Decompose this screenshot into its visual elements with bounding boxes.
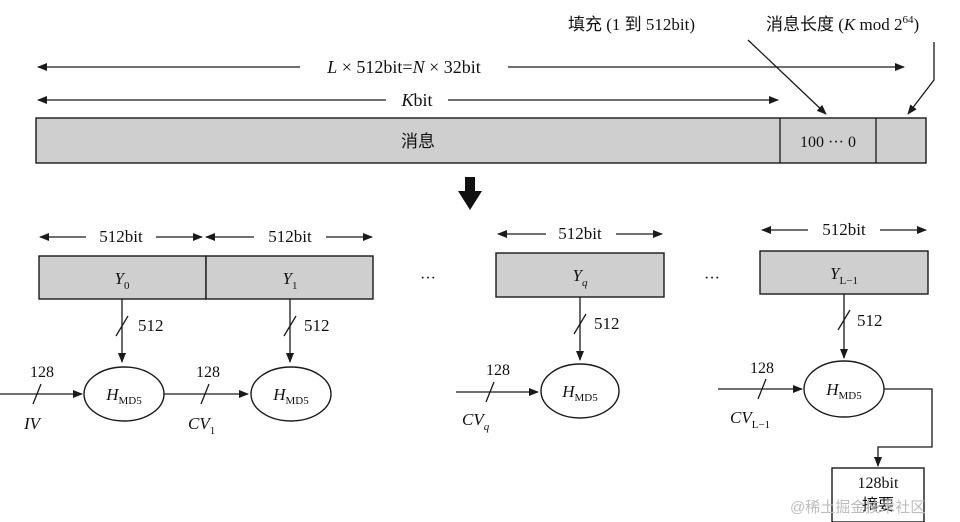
bus-width-label: 512 bbox=[304, 316, 330, 335]
bus-width-label: 512 bbox=[857, 311, 883, 330]
message-label: 消息 bbox=[401, 132, 435, 151]
hash-node-label: HMD5 bbox=[561, 382, 598, 404]
output-digest-box bbox=[831, 467, 925, 522]
total-length-label: L × 512bit=N × 32bit bbox=[326, 57, 481, 77]
block-width-label: 512bit bbox=[822, 220, 866, 239]
block-y0-label: Y0 bbox=[115, 269, 130, 292]
iv-label: IV bbox=[23, 414, 43, 433]
chain-slash bbox=[32, 383, 42, 405]
padding-label: 填充 (1 到 512bit) bbox=[568, 15, 695, 34]
length-label: 消息长度 (K mod 264) bbox=[766, 14, 919, 34]
hash-node-label: HMD5 bbox=[825, 380, 862, 402]
block-y1-label: Y1 bbox=[283, 269, 298, 292]
bus-slash bbox=[283, 315, 297, 337]
length-leader-arrow bbox=[907, 42, 935, 115]
bus-slash bbox=[573, 313, 587, 335]
padding-bits-label: 100 ··· 0 bbox=[800, 134, 856, 151]
chain-slash bbox=[757, 378, 767, 400]
down-arrow-icon bbox=[458, 177, 482, 210]
bus-slash bbox=[115, 315, 129, 337]
bus-width-label: 512 bbox=[594, 314, 620, 333]
chain-width-label: 128 bbox=[750, 360, 774, 377]
chain-slash bbox=[200, 383, 210, 405]
hash-node-label: HMD5 bbox=[105, 385, 142, 407]
cv1-label: CV1 bbox=[188, 414, 215, 437]
cvq-label: CVq bbox=[462, 410, 490, 433]
hash-node-1 bbox=[83, 366, 165, 422]
output-digest-width: 128bit bbox=[858, 475, 899, 492]
chain-width-label: 128 bbox=[486, 362, 510, 379]
watermark: @稀土掘金技术社区 bbox=[790, 499, 925, 516]
block-width-label: 512bit bbox=[99, 227, 143, 246]
bus-slash bbox=[837, 309, 851, 331]
chain-width-label: 128 bbox=[196, 364, 220, 381]
cvl-1-label: CVL−1 bbox=[730, 408, 770, 431]
output-arrow bbox=[874, 388, 933, 467]
hash-node-q bbox=[540, 363, 620, 419]
block-yq-label: Yq bbox=[573, 266, 588, 289]
message-bar bbox=[35, 117, 927, 164]
block-width-label: 512bit bbox=[268, 227, 312, 246]
block-y0 bbox=[38, 255, 207, 300]
ellipsis: ··· bbox=[420, 270, 436, 287]
hash-node-label: HMD5 bbox=[272, 385, 309, 407]
output-digest-label: 摘要 bbox=[862, 496, 894, 514]
block-yl-1-label: YL−1 bbox=[830, 264, 858, 287]
block-width-label: 512bit bbox=[558, 224, 602, 243]
ellipsis: ··· bbox=[704, 270, 720, 287]
block-y1 bbox=[205, 255, 374, 300]
chain-width-label: 128 bbox=[30, 364, 54, 381]
block-yl-1 bbox=[759, 250, 929, 295]
padding-leader-arrow bbox=[747, 39, 827, 115]
chain-slash bbox=[485, 381, 495, 403]
hash-node-2 bbox=[250, 366, 332, 422]
hash-node-last bbox=[803, 360, 885, 418]
bus-width-label: 512 bbox=[138, 316, 164, 335]
kbit-label: Kbit bbox=[400, 90, 432, 110]
